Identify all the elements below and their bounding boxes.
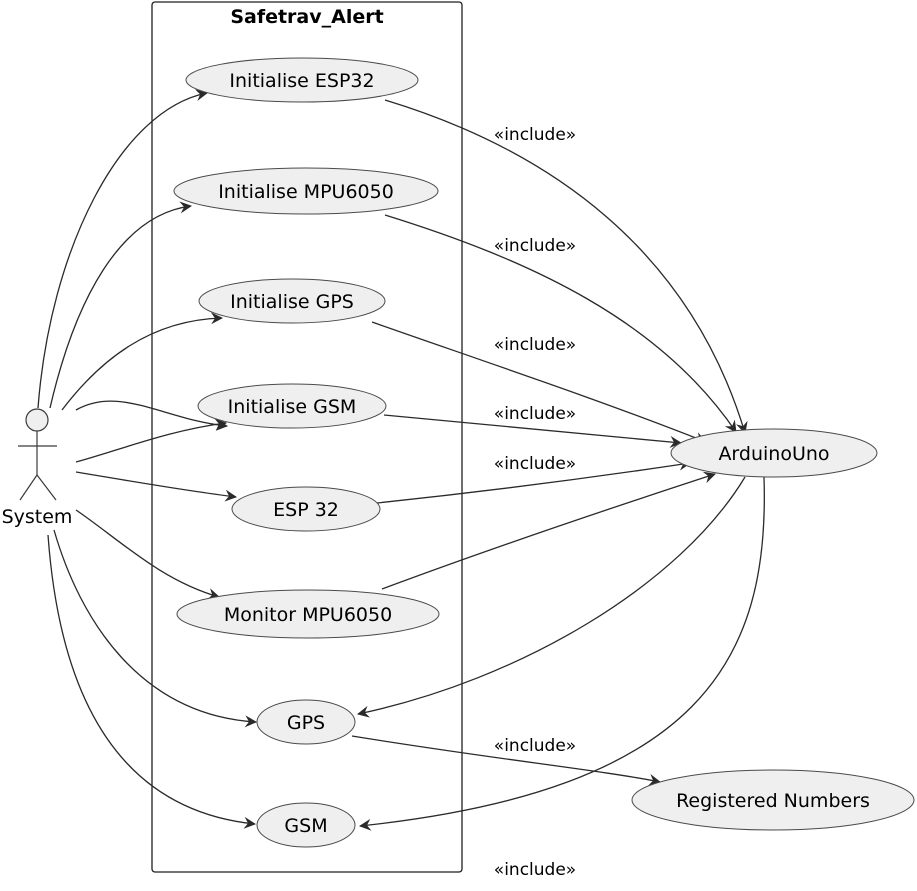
use-case-arduino-uno[interactable]: ArduinoUno — [670, 428, 878, 478]
include-label-init-gps: «include» — [494, 335, 576, 355]
include-label-init-gsm: «include» — [494, 404, 576, 424]
actor-system[interactable]: System — [2, 408, 73, 528]
relationship-labels: «include» «include» «include» «include» … — [494, 125, 576, 880]
use-case-init-gps[interactable]: Initialise GPS — [198, 278, 386, 324]
use-case-esp32[interactable]: ESP 32 — [231, 486, 381, 532]
use-case-gsm[interactable]: GSM — [256, 802, 356, 848]
edge-uc_esp32-to-uc_arduino — [383, 414, 682, 448]
use-case-registered-numbers[interactable]: Registered Numbers — [631, 769, 915, 831]
relationship-edges — [37, 89, 765, 831]
edge-system-to-uc_monitor_mpu — [75, 471, 237, 502]
system-boundary: Safetrav_Alert — [151, 1, 463, 873]
actor-right-leg — [36, 474, 57, 501]
edge-uc_gsm-to-uc_registered — [351, 735, 661, 786]
edge-system-to-uc_init_gsm — [75, 400, 228, 431]
edge-uc_init_esp32-to-uc_arduino — [47, 534, 256, 829]
use-case-label: Monitor MPU6050 — [224, 604, 392, 626]
edge-system-to-uc_gps — [75, 509, 220, 600]
edge-uc_arduino-to-uc_gps — [381, 471, 716, 590]
use-case-label: Initialise ESP32 — [229, 70, 374, 92]
use-case-label: GSM — [284, 815, 327, 837]
include-label-esp32: «include» — [494, 454, 576, 474]
include-label-init-mpu: «include» — [494, 236, 576, 256]
use-case-init-mpu6050[interactable]: Initialise MPU6050 — [173, 167, 439, 215]
actor-left-leg — [19, 474, 38, 501]
edge-system-to-uc_init_esp32 — [37, 89, 208, 409]
actor-head — [25, 408, 49, 432]
use-case-init-gsm[interactable]: Initialise GSM — [197, 383, 387, 429]
system-boundary-title: Safetrav_Alert — [230, 6, 383, 28]
include-label-gps: «include» — [494, 736, 576, 756]
use-case-label: Initialise GPS — [230, 291, 354, 313]
use-case-label: GPS — [287, 712, 325, 734]
edge-uc_init_gps-to-uc_arduino — [384, 214, 737, 433]
edge-system-to-uc_gsm — [53, 529, 257, 728]
edge-uc_arduino-to-uc_gsm — [357, 476, 746, 718]
use-case-label: Initialise MPU6050 — [218, 181, 394, 203]
edge-uc_gps-to-uc_registered — [359, 476, 765, 831]
actor-label: System — [2, 506, 73, 528]
use-case-label: ESP 32 — [273, 499, 339, 521]
edge-system-to-uc_init_gps — [61, 312, 223, 411]
edge-uc_init_mpu-to-uc_arduino — [384, 99, 748, 434]
use-case-label: Registered Numbers — [676, 790, 870, 812]
use-case-init-esp32[interactable]: Initialise ESP32 — [185, 57, 419, 103]
use-case-monitor-mpu6050[interactable]: Monitor MPU6050 — [176, 589, 440, 639]
include-label-gsm: «include» — [494, 860, 576, 880]
include-label-init-esp32: «include» — [494, 125, 576, 145]
edge-system-to-uc_init_mpu — [49, 201, 192, 409]
edge-system-to-uc_esp32 — [75, 418, 227, 463]
edge-uc_init_gsm-to-uc_arduino — [371, 321, 707, 444]
use-case-label: Initialise GSM — [228, 396, 357, 418]
use-case-label: ArduinoUno — [718, 443, 829, 465]
system-boundary-frame — [151, 1, 463, 873]
use-case-gps[interactable]: GPS — [256, 699, 356, 745]
edge-uc_monitor_mpu-to-uc_arduino — [376, 458, 691, 504]
